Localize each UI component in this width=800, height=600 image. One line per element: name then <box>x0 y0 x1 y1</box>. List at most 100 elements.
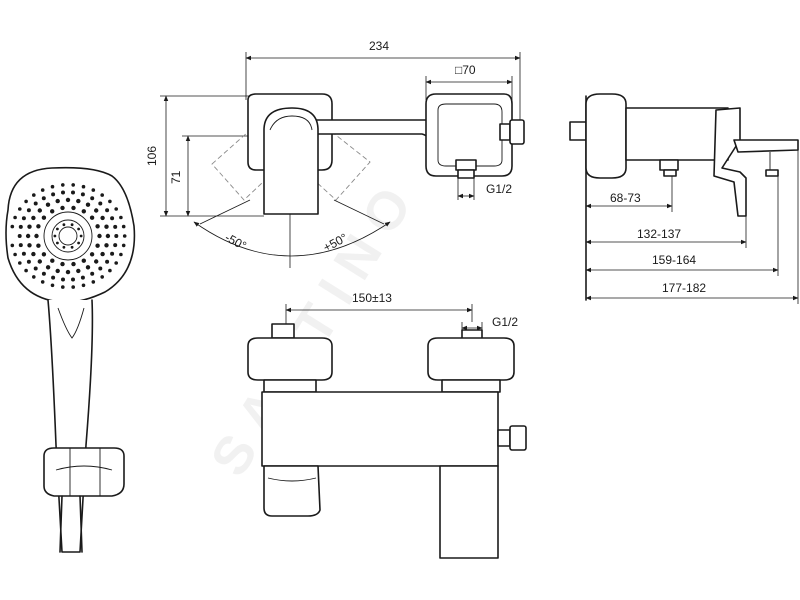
spray-nozzle <box>24 199 28 204</box>
spray-nozzle <box>108 199 112 204</box>
spray-nozzle <box>76 268 81 274</box>
spray-nozzle <box>81 209 87 214</box>
spray-nozzle <box>27 224 32 229</box>
spray-nozzle <box>51 192 56 197</box>
spray-nozzle <box>26 259 31 264</box>
spray-nozzle <box>113 243 118 248</box>
spray-nozzle <box>100 215 105 221</box>
spray-nozzle <box>89 252 95 257</box>
spray-nozzle <box>71 183 75 187</box>
spray-nozzle <box>70 245 74 249</box>
spray-nozzle <box>98 201 103 206</box>
top-view: 234 □70 106 71 G1/2 <box>145 39 525 268</box>
spray-nozzle <box>13 215 17 220</box>
dim-side-3: 159-164 <box>652 253 696 267</box>
dim-thread-front: G1/2 <box>492 315 518 329</box>
spray-nozzle <box>71 205 76 211</box>
spray-nozzle <box>61 190 65 195</box>
spray-nozzle <box>33 266 38 271</box>
spray-nozzle <box>10 243 15 248</box>
dim-square: □70 <box>455 63 476 77</box>
spray-nozzle <box>32 275 36 279</box>
spray-nozzle <box>71 277 75 282</box>
spray-nozzle <box>36 243 41 248</box>
spray-nozzle <box>121 243 126 248</box>
spray-nozzle <box>34 233 39 239</box>
spray-nozzle <box>104 224 109 229</box>
spray-nozzle <box>21 216 26 221</box>
spray-nozzle <box>37 259 42 264</box>
spray-nozzle <box>110 251 115 256</box>
dim-thread-top: G1/2 <box>486 182 512 196</box>
spray-nozzle <box>18 224 23 229</box>
spray-nozzle <box>53 234 57 238</box>
spray-nozzle <box>61 285 65 289</box>
spray-nozzle <box>100 251 105 257</box>
hand-shower <box>5 166 136 553</box>
spray-nozzle <box>97 233 102 239</box>
spray-nozzle <box>41 196 46 201</box>
spray-nozzle <box>18 243 23 248</box>
spray-nozzle <box>108 268 112 273</box>
spray-nozzle <box>32 193 36 197</box>
spray-nozzle <box>104 243 109 248</box>
spray-nozzle <box>37 208 42 213</box>
spray-nozzle <box>71 190 75 195</box>
dim-centers: 150±13 <box>352 291 392 305</box>
spray-nozzle <box>45 202 51 207</box>
spray-nozzle <box>70 223 74 227</box>
dim-side-2: 132-137 <box>637 227 681 241</box>
front-view: 150±13 G1/2 <box>247 291 527 559</box>
spray-nozzle <box>105 208 110 213</box>
spray-nozzle <box>60 261 65 267</box>
spray-nozzle <box>98 266 103 271</box>
spray-nozzle <box>91 188 96 192</box>
spray-nozzle <box>105 233 111 239</box>
spray-nozzle <box>114 261 118 265</box>
spray-nozzle <box>95 224 100 229</box>
spray-nozzle <box>50 209 55 214</box>
spray-nozzle <box>81 258 87 263</box>
spray-nozzle <box>80 192 85 197</box>
spray-nozzle <box>81 283 86 288</box>
spray-nozzle <box>62 223 66 227</box>
spray-nozzle <box>26 208 31 213</box>
spray-nozzle <box>40 188 45 192</box>
spray-nozzle <box>21 251 26 256</box>
spray-nozzle <box>60 205 65 211</box>
spray-nozzle <box>13 252 17 257</box>
spray-nozzle <box>45 265 51 270</box>
spray-nozzle <box>71 261 76 267</box>
spray-nozzle <box>62 245 66 249</box>
spray-nozzle <box>17 234 22 238</box>
spray-nozzle <box>76 198 81 204</box>
spray-nozzle <box>41 215 47 220</box>
spray-nozzle <box>50 184 55 189</box>
spray-nozzle <box>119 215 123 220</box>
spray-nozzle <box>24 268 28 273</box>
dim-side-1: 68-73 <box>610 191 641 205</box>
spray-nozzle <box>10 224 15 229</box>
spray-nozzle <box>25 233 31 239</box>
spray-nozzle <box>90 271 95 276</box>
spray-nozzle <box>80 275 85 280</box>
spray-nozzle <box>90 196 95 201</box>
spray-nozzle <box>56 241 59 245</box>
spray-nozzle <box>114 207 118 211</box>
spray-nozzle <box>41 252 47 257</box>
spray-nozzle <box>89 215 95 220</box>
spray-nozzle <box>56 227 59 231</box>
spray-nozzle <box>85 202 91 207</box>
spray-nozzle <box>105 259 110 264</box>
angle-left: -50° <box>223 230 249 253</box>
spray-nozzle <box>95 243 100 248</box>
spray-nozzles <box>10 183 127 289</box>
spray-nozzle <box>113 224 118 229</box>
spray-nozzle <box>51 275 56 280</box>
dim-side-4: 177-182 <box>662 281 706 295</box>
spray-nozzle <box>61 277 65 282</box>
spray-nozzle <box>94 208 99 213</box>
dim-height-inner: 71 <box>169 170 183 184</box>
spray-nozzle <box>71 285 75 289</box>
